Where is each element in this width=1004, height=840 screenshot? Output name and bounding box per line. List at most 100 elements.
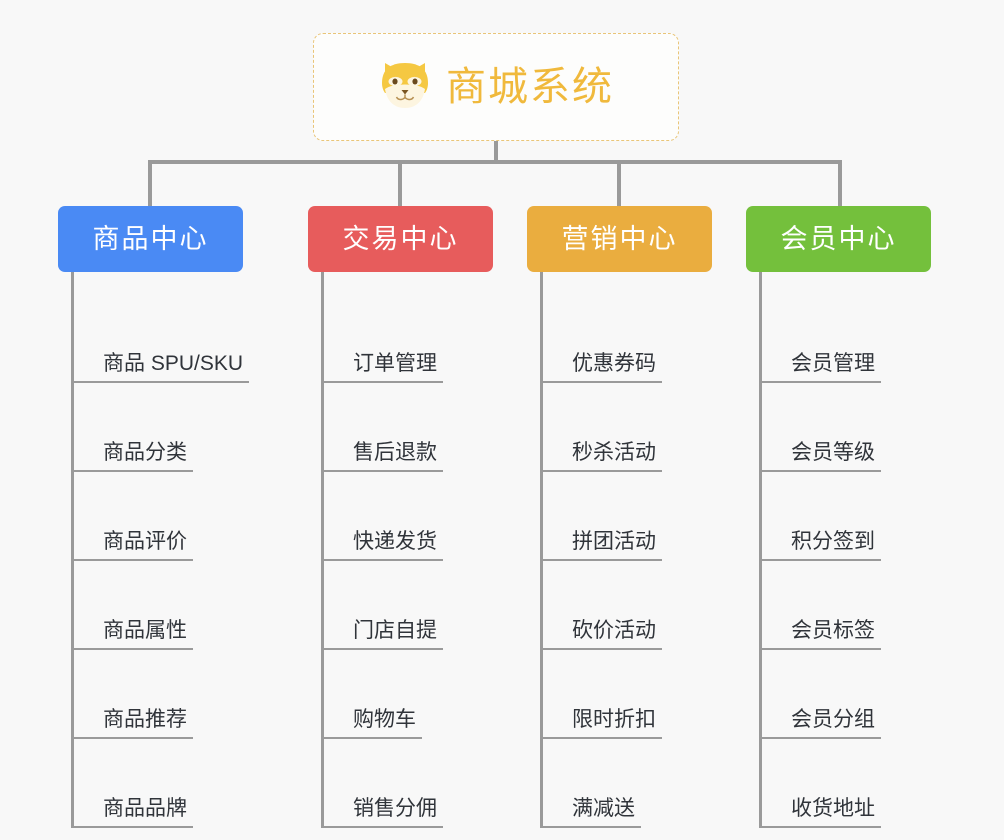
list-item[interactable]: 售后退款 (308, 383, 493, 472)
list-item[interactable]: 会员分组 (746, 650, 931, 739)
leaf-list-marketing-center: 优惠券码 秒杀活动 拼团活动 砍价活动 限时折扣 满减送 (527, 272, 712, 828)
list-item[interactable]: 商品品牌 (58, 739, 243, 828)
leaf-label: 门店自提 (353, 619, 437, 642)
category-title: 营销中心 (561, 223, 678, 254)
leaf-underline (71, 559, 193, 561)
branch-trade-center: 交易中心 订单管理 售后退款 快递发货 门店自提 购物车 销售分佣 (308, 206, 493, 828)
list-item[interactable]: 门店自提 (308, 561, 493, 650)
leaf-underline (540, 737, 662, 739)
branch-spine (321, 272, 324, 828)
branch-product-center: 商品中心 商品 SPU/SKU 商品分类 商品评价 商品属性 商品推荐 商品品牌 (58, 206, 250, 828)
branch-marketing-center: 营销中心 优惠券码 秒杀活动 拼团活动 砍价活动 限时折扣 满减送 (527, 206, 712, 828)
list-item[interactable]: 会员管理 (746, 294, 931, 383)
leaf-list-trade-center: 订单管理 售后退款 快递发货 门店自提 购物车 销售分佣 (308, 272, 493, 828)
list-item[interactable]: 商品评价 (58, 472, 243, 561)
list-item[interactable]: 秒杀活动 (527, 383, 712, 472)
connector-horizontal-bus (148, 160, 842, 164)
leaf-underline (321, 559, 443, 561)
list-item[interactable]: 会员等级 (746, 383, 931, 472)
leaf-underline (321, 470, 443, 472)
leaf-label: 商品分类 (103, 441, 187, 464)
connector-root-stem (494, 141, 498, 163)
list-item[interactable]: 限时折扣 (527, 650, 712, 739)
category-title: 交易中心 (342, 223, 459, 254)
leaf-label: 会员分组 (791, 708, 875, 731)
leaf-underline (759, 648, 881, 650)
leaf-underline (71, 381, 250, 383)
category-title: 会员中心 (780, 223, 897, 254)
leaf-label: 销售分佣 (353, 797, 437, 820)
leaf-label: 会员等级 (791, 441, 875, 464)
leaf-underline (71, 648, 193, 650)
leaf-label: 满减送 (572, 797, 635, 820)
branch-spine (540, 272, 543, 828)
branch-member-center: 会员中心 会员管理 会员等级 积分签到 会员标签 会员分组 收货地址 (746, 206, 931, 828)
list-item[interactable]: 拼团活动 (527, 472, 712, 561)
leaf-underline (759, 826, 881, 828)
list-item[interactable]: 满减送 (527, 739, 712, 828)
list-item[interactable]: 优惠券码 (527, 294, 712, 383)
root-title: 商城系统 (446, 65, 614, 109)
category-header-member-center[interactable]: 会员中心 (746, 206, 931, 272)
branch-spine (759, 272, 762, 828)
leaf-underline (540, 559, 662, 561)
list-item[interactable]: 会员标签 (746, 561, 931, 650)
list-item[interactable]: 快递发货 (308, 472, 493, 561)
branch-spine (71, 272, 74, 828)
root-node-shop-system[interactable]: 商城系统 (313, 33, 679, 141)
leaf-label: 商品评价 (103, 530, 187, 553)
connector-drop-member-center (838, 160, 842, 206)
leaf-label: 优惠券码 (572, 352, 656, 375)
list-item[interactable]: 商品 SPU/SKU (58, 294, 250, 383)
list-item[interactable]: 订单管理 (308, 294, 493, 383)
leaf-underline (759, 737, 881, 739)
leaf-label: 积分签到 (791, 530, 875, 553)
leaf-label: 商品属性 (103, 619, 187, 642)
leaf-list-product-center: 商品 SPU/SKU 商品分类 商品评价 商品属性 商品推荐 商品品牌 (58, 272, 250, 828)
list-item[interactable]: 商品推荐 (58, 650, 243, 739)
leaf-underline (321, 737, 422, 739)
leaf-label: 会员管理 (791, 352, 875, 375)
leaf-underline (759, 470, 881, 472)
leaf-label: 拼团活动 (572, 530, 656, 553)
list-item[interactable]: 商品属性 (58, 561, 243, 650)
leaf-label: 秒杀活动 (572, 441, 656, 464)
connector-drop-marketing-center (617, 160, 621, 206)
leaf-label: 限时折扣 (572, 708, 656, 731)
list-item[interactable]: 购物车 (308, 650, 493, 739)
leaf-underline (759, 381, 881, 383)
leaf-underline (540, 470, 662, 472)
connector-drop-product-center (148, 160, 152, 206)
list-item[interactable]: 积分签到 (746, 472, 931, 561)
list-item[interactable]: 商品分类 (58, 383, 243, 472)
connector-drop-trade-center (398, 160, 402, 206)
leaf-underline (759, 559, 881, 561)
leaf-underline (71, 470, 193, 472)
list-item[interactable]: 收货地址 (746, 739, 931, 828)
leaf-underline (540, 381, 662, 383)
leaf-label: 商品推荐 (103, 708, 187, 731)
category-title: 商品中心 (92, 223, 209, 254)
leaf-underline (321, 648, 443, 650)
leaf-label: 商品 SPU/SKU (103, 352, 244, 375)
leaf-underline (321, 826, 443, 828)
leaf-underline (71, 737, 193, 739)
shiba-dog-icon (378, 59, 432, 116)
leaf-list-member-center: 会员管理 会员等级 积分签到 会员标签 会员分组 收货地址 (746, 272, 931, 828)
root-node-content: 商城系统 (378, 59, 614, 116)
leaf-label: 会员标签 (791, 619, 875, 642)
leaf-label: 收货地址 (791, 797, 875, 820)
leaf-underline (540, 648, 662, 650)
leaf-underline (321, 381, 443, 383)
leaf-label: 售后退款 (353, 441, 437, 464)
leaf-underline (540, 826, 641, 828)
category-header-marketing-center[interactable]: 营销中心 (527, 206, 712, 272)
list-item[interactable]: 砍价活动 (527, 561, 712, 650)
category-header-trade-center[interactable]: 交易中心 (308, 206, 493, 272)
leaf-label: 砍价活动 (572, 619, 656, 642)
leaf-label: 商品品牌 (103, 797, 187, 820)
category-header-product-center[interactable]: 商品中心 (58, 206, 243, 272)
list-item[interactable]: 销售分佣 (308, 739, 493, 828)
leaf-label: 购物车 (353, 708, 416, 731)
leaf-label: 快递发货 (353, 530, 437, 553)
